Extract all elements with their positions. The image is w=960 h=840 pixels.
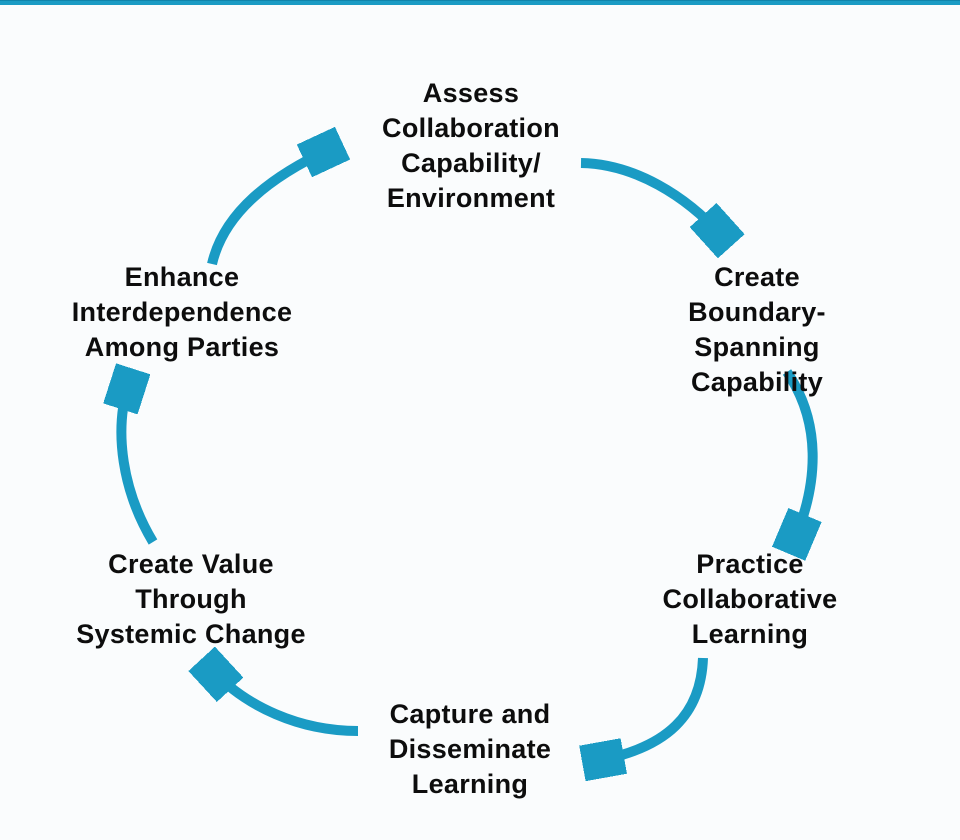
node-enhance-interdependence: Enhance Interdependence Among Parties [71, 262, 293, 362]
arrow-capture-to-create-value [211, 669, 359, 736]
node-practice-collaborative-learning: Practice Collaborative Learning [662, 549, 838, 649]
arrow-assess-to-create-boundary [580, 158, 722, 236]
arrow-practice-to-capture [596, 657, 708, 761]
node-create-boundary-spanning: Create Boundary-Spanning Capability [688, 262, 826, 397]
arrow-create-value-to-enhance [121, 382, 158, 545]
top-accent-bar [0, 0, 960, 5]
node-assess-collaboration: Assess Collaboration Capability/ Environ… [382, 78, 560, 213]
arrow-enhance-to-assess [207, 149, 330, 266]
arrow-create-boundary-to-practice [787, 369, 813, 541]
node-capture-disseminate-learning: Capture and Disseminate Learning [388, 699, 552, 799]
node-create-value-systemic-change: Create Value Through Systemic Change [76, 549, 306, 649]
